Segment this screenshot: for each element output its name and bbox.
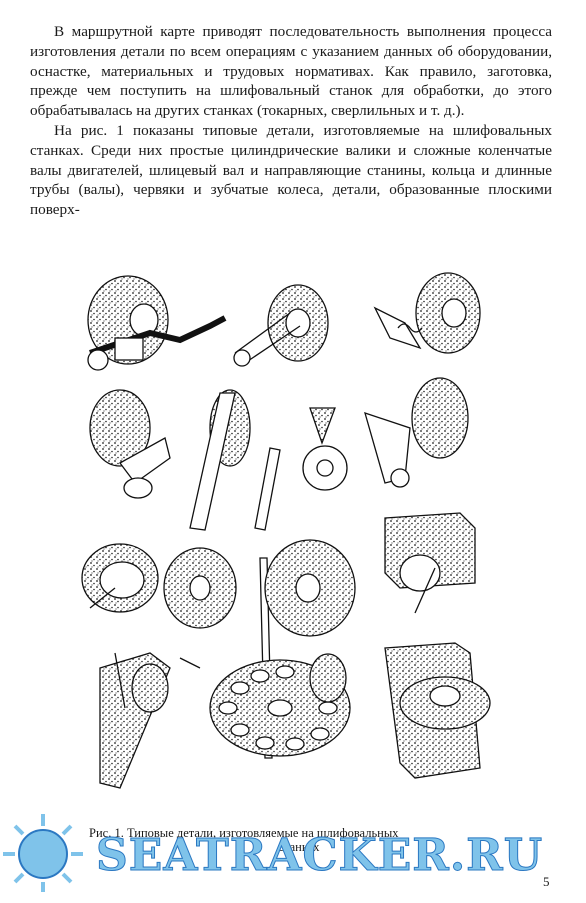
ring-grinding-illustration xyxy=(81,543,159,613)
paragraph-1: В маршрутной карте приводят последовател… xyxy=(30,23,552,120)
guideway-grinding-illustration xyxy=(99,652,201,789)
paragraph-2: На рис. 1 показаны типовые детали, изгот… xyxy=(30,121,552,219)
figure-typical-parts xyxy=(60,268,540,808)
crankshaft-grinding-illustration xyxy=(87,275,227,371)
gear-grinding-illustration xyxy=(302,407,348,491)
shaft-grinding-illustration xyxy=(233,284,329,367)
taper-grinding-illustration xyxy=(89,389,171,499)
spline-shaft-grinding-illustration xyxy=(189,389,251,531)
caption-line-2: станках xyxy=(278,840,320,854)
sun-icon xyxy=(3,814,83,892)
double-wheel-grinding-illustration xyxy=(163,539,356,637)
flat-surface-grinding-illustration xyxy=(384,642,491,779)
page-number: 5 xyxy=(543,874,550,889)
cone-grinding-illustration xyxy=(364,377,469,488)
watermark-text: SEATRACKER.RU xyxy=(95,830,544,882)
housing-grinding-illustration xyxy=(384,512,476,614)
worm-grinding-illustration xyxy=(373,272,481,354)
figure-caption: Рис. 1. Типовые детали, изготовляемые на… xyxy=(89,826,509,854)
body-text: В маршрутной карте приводят последовател… xyxy=(30,22,552,220)
multi-ring-table-illustration xyxy=(209,653,351,757)
watermark-logo xyxy=(3,814,83,892)
caption-line-1: Рис. 1. Типовые детали, изготовляемые на… xyxy=(89,826,399,840)
